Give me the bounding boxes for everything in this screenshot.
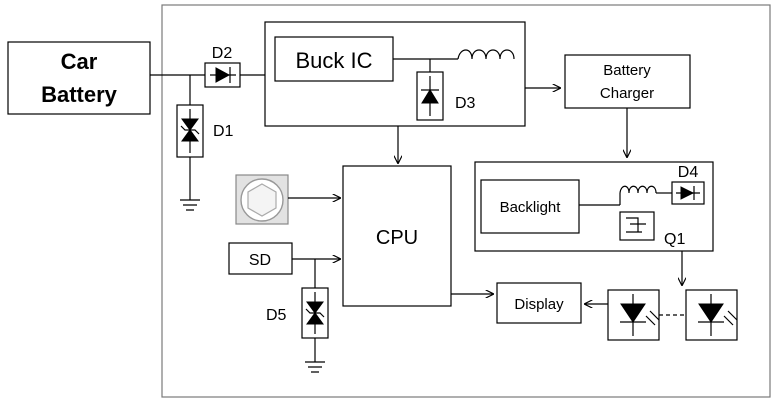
sd-block: SD [228,242,293,275]
backlight-module: Backlight D4 Q1 [474,161,714,252]
buck-inductor-icon [457,49,515,60]
battery-charger-label-line1: Battery [603,62,651,79]
buck-module: Buck IC D3 [264,21,526,127]
cpu-block: CPU [342,165,452,307]
led-1-icon [607,289,660,341]
battery-charger-block: Battery Charger [564,54,691,109]
car-battery-label-line1: Car [61,49,98,74]
d3-diode-icon: D3 [416,71,476,121]
sd-label: SD [249,252,271,269]
cpu-label: CPU [376,227,418,249]
d4-label: D4 [678,164,699,181]
backlight-label: Backlight [500,199,562,216]
display-block: Display [496,282,582,324]
car-battery-label-line2: Battery [41,82,118,107]
backlight-inductor-icon [619,185,657,194]
led-2-icon [685,289,738,341]
d5-tvs-diode-icon: D5 [266,287,329,339]
display-label: Display [514,296,564,313]
q1-transistor-icon: Q1 [619,211,685,248]
d5-ground-icon [305,338,325,373]
battery-charger-label-line2: Charger [600,85,654,102]
d1-tvs-diode-icon: D1 [176,104,234,158]
d5-label: D5 [266,307,287,324]
d2-diode-icon: D2 [204,45,241,88]
d1-label: D1 [213,123,234,140]
car-battery-block: Car Battery [7,41,151,115]
d2-label: D2 [212,45,233,62]
system-boundary [161,4,771,398]
buck-ic-label: Buck IC [295,48,372,73]
q1-label: Q1 [664,231,685,248]
button-icon [235,174,289,225]
d3-label: D3 [455,95,476,112]
d1-ground-icon [180,157,200,211]
d4-diode-icon: D4 [671,164,705,205]
